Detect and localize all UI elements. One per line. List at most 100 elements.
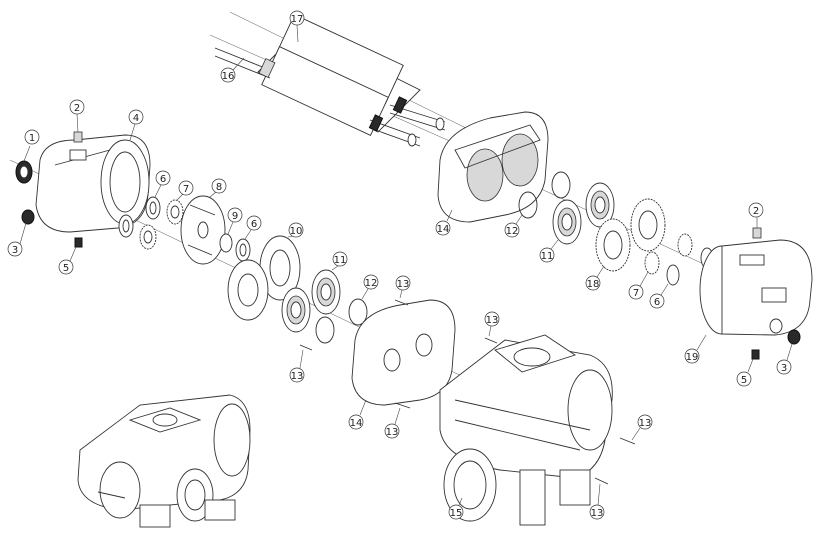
part-8-oil-slinger: [180, 195, 226, 265]
callout-7-a-label: 7: [183, 184, 189, 195]
callout-13-d: 13: [484, 311, 500, 337]
part-13-pin-e: [619, 437, 636, 445]
callout-12-left-label: 12: [365, 278, 378, 289]
callout-15: 15: [448, 497, 464, 520]
part-6-ring-b: [118, 214, 134, 238]
part-3-nut-left: [21, 209, 35, 225]
part-7-lock-washer-b: [139, 224, 157, 250]
callout-11-left-label: 11: [334, 255, 347, 266]
part-13-pin-a: [394, 299, 409, 306]
callout-7-right: 7: [628, 271, 649, 300]
callout-19: 19: [684, 334, 707, 364]
callout-13-a: 13: [395, 275, 411, 299]
part-14-side-plate-right: [437, 111, 549, 223]
callout-11-left: 11: [331, 251, 348, 271]
callout-13-c: 13: [384, 407, 401, 439]
callout-13-e: 13: [631, 414, 653, 441]
callout-4-label: 4: [133, 113, 139, 124]
callout-18-label: 18: [587, 279, 600, 290]
part-3-nut-right: [787, 329, 801, 345]
part-15-housing: [439, 334, 613, 526]
callout-13-b: 13: [289, 349, 305, 383]
callout-12-right: 12: [504, 214, 523, 238]
callout-16-label: 16: [222, 71, 235, 82]
callout-6-a-label: 6: [160, 174, 166, 185]
callout-3-left-label: 3: [12, 245, 18, 256]
callout-2-left-label: 2: [74, 103, 80, 114]
part-11-bearing-left: [281, 269, 341, 333]
part-10-gasket: [227, 235, 301, 321]
callout-17: 17: [289, 10, 305, 43]
part-19-gear-cover: [699, 239, 813, 336]
callout-6-c-label: 6: [251, 219, 257, 230]
callout-2-left: 2: [69, 99, 85, 133]
callout-13-c-label: 13: [386, 427, 399, 438]
callout-17-label: 17: [291, 14, 304, 25]
part-9-spacer: [219, 233, 233, 253]
callout-14-right-label: 14: [437, 224, 450, 235]
part-13-pin-d: [484, 337, 498, 344]
callout-6-a: 6: [154, 170, 171, 198]
callout-14-right: 14: [435, 209, 453, 236]
part-1-seal: [15, 160, 33, 184]
part-2-plug-left: [73, 131, 83, 143]
part-5-plug-left: [74, 237, 83, 248]
callout-4: 4: [128, 109, 144, 141]
callout-3-right: 3: [776, 343, 793, 375]
part-6-ring-a: [145, 196, 161, 220]
part-7-lock-washer-right: [644, 233, 693, 275]
callout-13-a-label: 13: [397, 279, 410, 290]
part-4-left-end-cover: [35, 134, 151, 233]
part-7-lock-washer-a: [166, 199, 184, 225]
part-6-ring-c: [235, 238, 251, 262]
callout-9: 9: [227, 207, 243, 235]
callout-18: 18: [585, 265, 605, 291]
callout-8-label: 8: [216, 182, 222, 193]
callout-12-right-label: 12: [506, 226, 519, 237]
callout-3-right-label: 3: [781, 363, 787, 374]
callout-14-left: 14: [348, 399, 367, 430]
callout-2-right: 2: [748, 202, 764, 228]
rotor-pair: [214, 14, 446, 147]
part-14-side-plate-left: [351, 299, 456, 406]
callout-6-c: 6: [244, 215, 262, 240]
part-5-plug-right: [751, 349, 760, 360]
callout-12-left: 12: [361, 274, 379, 300]
callout-10: 10: [287, 222, 304, 238]
callout-11-right: 11: [539, 239, 559, 263]
callout-6-right: 6: [649, 283, 669, 309]
callout-1: 1: [23, 129, 40, 162]
callout-13-d-label: 13: [486, 315, 499, 326]
part-13-pin-c: [394, 402, 411, 409]
callout-13-b-label: 13: [291, 371, 304, 382]
callout-6-right-label: 6: [654, 297, 660, 308]
callout-2-right-label: 2: [753, 206, 759, 217]
callout-14-left-label: 14: [350, 418, 363, 429]
callout-5-left: 5: [58, 246, 77, 275]
callout-15-label: 15: [450, 508, 463, 519]
callout-19-label: 19: [686, 352, 699, 363]
callout-8: 8: [209, 178, 227, 198]
part-18-timing-gears: [595, 198, 666, 272]
callout-9-label: 9: [232, 211, 238, 222]
callout-3-left: 3: [7, 222, 27, 257]
part-2-plug-right: [752, 227, 762, 239]
callout-5-left-label: 5: [63, 263, 69, 274]
callout-7-right-label: 7: [633, 288, 639, 299]
callout-7-a: 7: [176, 180, 194, 201]
part-11-bearing-right: [552, 182, 615, 245]
callout-13-e-label: 13: [639, 418, 652, 429]
callout-16: 16: [220, 57, 245, 83]
part-13-pin-b: [299, 344, 313, 351]
callout-13-f: 13: [589, 483, 605, 520]
assembled-blower-view: [77, 394, 251, 528]
callout-10-label: 10: [290, 226, 303, 237]
callout-11-right-label: 11: [541, 251, 554, 262]
part-13-pin-f: [594, 477, 609, 485]
callout-1-label: 1: [29, 133, 35, 144]
part-12-seal-ring-left: [315, 298, 368, 344]
callout-5-right: 5: [736, 358, 754, 387]
callout-5-right-label: 5: [741, 375, 747, 386]
